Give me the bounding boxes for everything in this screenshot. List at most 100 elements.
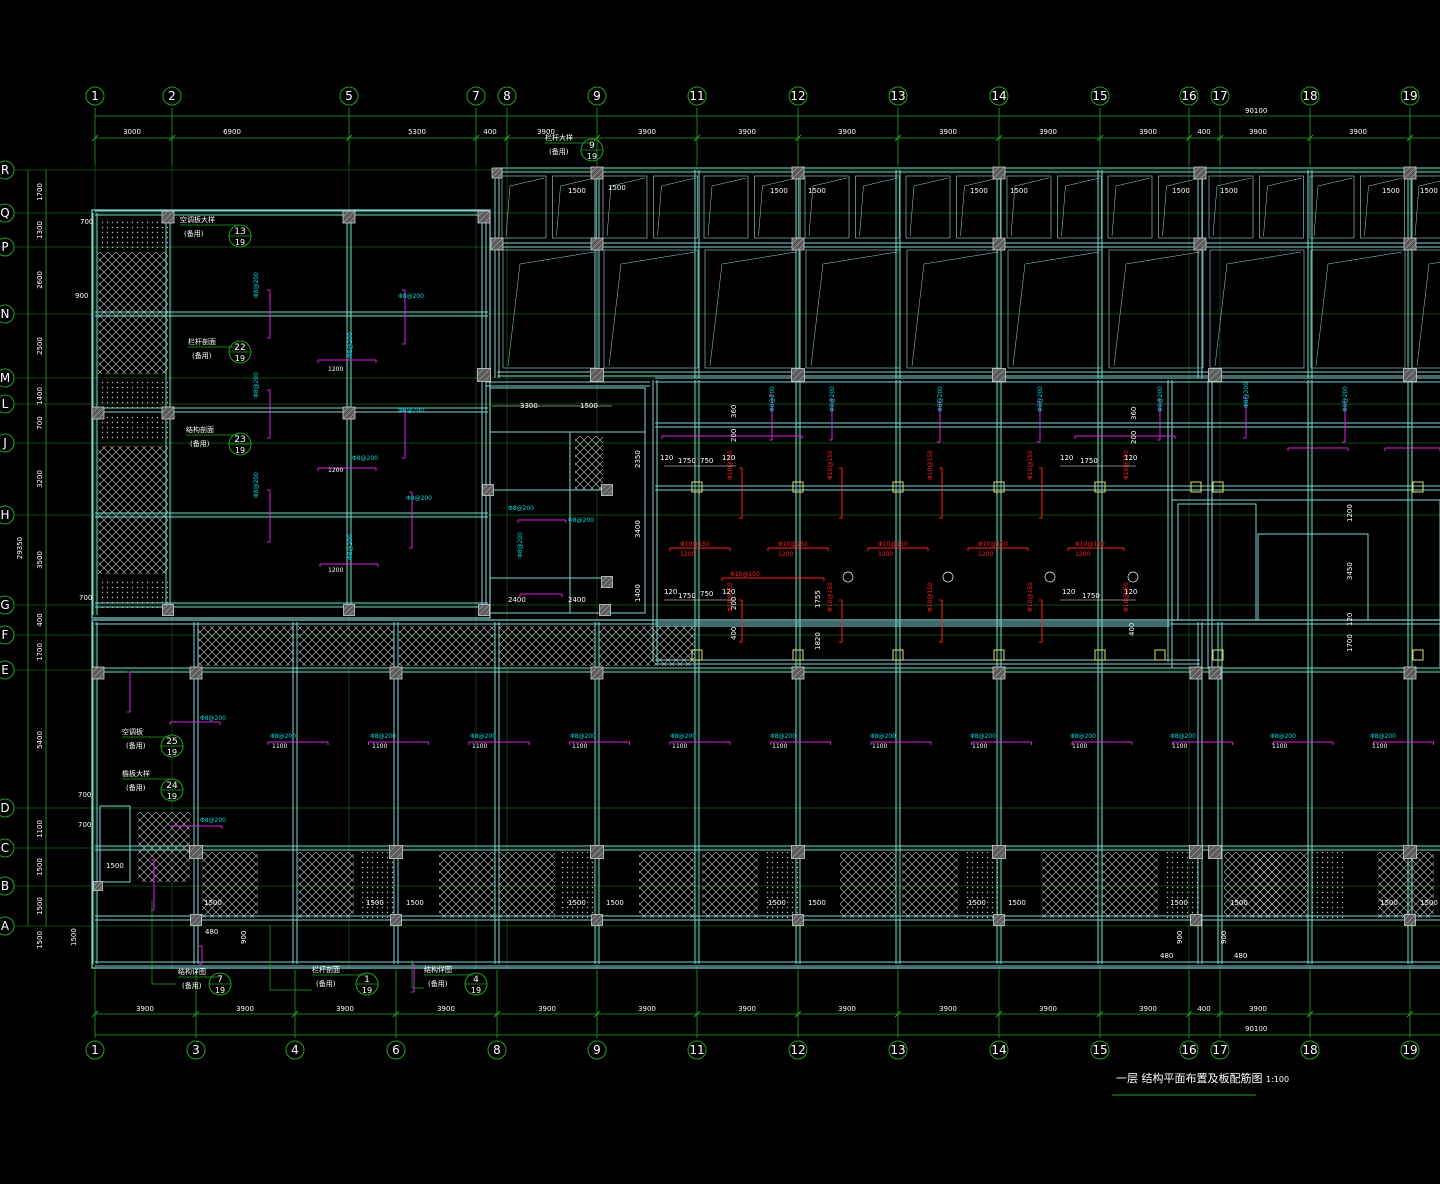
rebar-label-red-h: Φ10@150 xyxy=(1075,541,1105,548)
dim-note: 1500 xyxy=(1420,899,1438,907)
dim-note-v: 2350 xyxy=(634,450,642,468)
axis-left-G-ring xyxy=(0,595,15,615)
column-hatch xyxy=(1189,666,1203,680)
dim-note-v: 900 xyxy=(1176,931,1184,944)
column-hatch xyxy=(189,845,203,859)
dim-note-v: 1820 xyxy=(814,632,822,650)
axis-bottom-15-ring xyxy=(1090,1040,1110,1060)
glazing-swing-2 xyxy=(1113,251,1201,367)
column xyxy=(590,237,604,251)
glazing-panel-top xyxy=(1208,175,1254,239)
axis-left-E-ring xyxy=(0,660,15,680)
callout-leader-0 xyxy=(269,925,312,991)
detail-callout-4: 结构详图(备用)419 xyxy=(424,965,488,996)
top-dim: 3900 xyxy=(838,128,856,136)
left-dim: 5400 xyxy=(36,731,44,749)
bottom-dim: 400 xyxy=(1197,1005,1210,1013)
column xyxy=(1403,666,1417,680)
axis-top-12-ring xyxy=(788,86,808,106)
axis-top-18-ring xyxy=(1300,86,1320,106)
left-dim: 2500 xyxy=(36,337,44,355)
rebar-len-left: 1200 xyxy=(328,567,343,574)
callout-num: 24 xyxy=(166,781,178,791)
rebar-label: Φ8@200 xyxy=(200,817,226,824)
left-dim: 1700 xyxy=(36,643,44,661)
column xyxy=(1403,845,1417,859)
rebar-len: 1100 xyxy=(1172,743,1187,750)
dim-note: 120 xyxy=(1060,454,1073,462)
glazing-panel-top xyxy=(552,175,597,239)
left-dim: 3200 xyxy=(36,470,44,488)
axis-top-19: 19 xyxy=(1400,86,1420,106)
glazing-panel-bottom xyxy=(1411,249,1440,369)
pier-marker xyxy=(1094,481,1106,493)
column-hatch xyxy=(601,484,613,496)
top-dim: 3000 xyxy=(123,128,141,136)
dim-note: 120 xyxy=(1062,588,1075,596)
dim-note: 1500 xyxy=(770,187,788,195)
rebar-label-red-h: Φ10@150 xyxy=(778,541,808,548)
column xyxy=(161,210,175,224)
column-hatch xyxy=(477,368,491,382)
slab-hatching xyxy=(98,218,1434,918)
column-hatch xyxy=(992,368,1006,382)
callout-sheet: 19 xyxy=(471,986,481,995)
glazing-swing xyxy=(1111,177,1151,237)
rebar-label-mag: Φ8@200 xyxy=(1243,382,1250,408)
callout-sub: (备用) xyxy=(316,979,336,988)
axis-bottom-8-label: 8 xyxy=(493,1043,501,1057)
drawing-title-block: 一层 结构平面布置及板配筋图 1:100 xyxy=(1112,1071,1289,1096)
axis-top-11: 11 xyxy=(687,86,707,106)
callout-sub: (备用) xyxy=(190,439,210,448)
glazing-panel-bottom xyxy=(805,249,901,369)
dim-note: 1500 xyxy=(106,862,124,870)
rebar-label-mag: Φ8@200 xyxy=(769,386,776,412)
rebar-label-red: Φ10@150 xyxy=(1027,582,1034,612)
dim-note: 1500 xyxy=(1220,187,1238,195)
hatch-strip-7 xyxy=(702,852,758,918)
dim-note-v: 900 xyxy=(1220,931,1228,944)
axis-left-Q: Q xyxy=(0,203,15,223)
column-hatch xyxy=(1403,666,1417,680)
glazing-swing xyxy=(808,177,848,237)
axis-top-5: 5 xyxy=(339,86,359,106)
hatch-strip-9 xyxy=(840,852,896,918)
hatch-strip-1 xyxy=(298,852,354,918)
axis-bottom-14-label: 14 xyxy=(991,1043,1006,1057)
column-hatch xyxy=(162,604,174,616)
columns xyxy=(91,166,1424,926)
column xyxy=(590,368,604,382)
dim-note-v: 3450 xyxy=(1346,562,1354,580)
top-dim-tick xyxy=(693,134,701,142)
column xyxy=(93,881,103,891)
dim-note: 1500 xyxy=(608,184,626,192)
left-dim: 1300 xyxy=(36,221,44,239)
hatch-strip-5 xyxy=(562,852,596,918)
left-dim: 1400 xyxy=(36,387,44,405)
dim-note-v: 360 xyxy=(1130,407,1138,420)
column xyxy=(1404,914,1416,926)
left-dim: 1500 xyxy=(36,931,44,949)
top-dim-tick xyxy=(1406,134,1414,142)
pier-marker xyxy=(892,481,904,493)
axis-top-9-label: 9 xyxy=(593,89,601,103)
hatch-left-dots-2 xyxy=(98,380,168,410)
dim-note: 1500 xyxy=(568,187,586,195)
callout-sheet: 19 xyxy=(235,354,245,363)
rebar-label: Φ8@200 xyxy=(406,495,432,502)
axis-bottom-4: 4 xyxy=(285,1040,305,1060)
rebar-label: Φ8@200 xyxy=(200,715,226,722)
rebar-label-red: Φ10@150 xyxy=(727,582,734,612)
column xyxy=(1403,166,1417,180)
axis-bottom-1: 1 xyxy=(85,1040,105,1060)
callout-leader-1 xyxy=(411,960,424,989)
dim-note: 120 xyxy=(722,588,735,596)
rebar-label-red: Φ10@150 xyxy=(927,582,934,612)
glazing-panel-top xyxy=(754,175,799,239)
axis-left-M-label: M xyxy=(0,371,10,385)
glazing-panel-bottom xyxy=(1209,249,1305,369)
axis-left-J-label: J xyxy=(2,436,7,450)
rebar-label: Φ8@200 xyxy=(517,532,524,558)
axis-top-15-ring xyxy=(1090,86,1110,106)
glazing-panel-top xyxy=(1158,175,1203,239)
